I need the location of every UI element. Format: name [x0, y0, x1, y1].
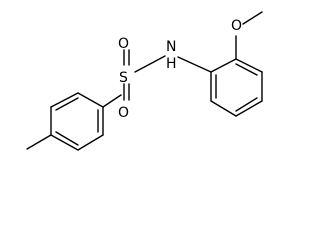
chemical-structure: S O O N H O [0, 0, 284, 168]
nitrogen-label: N [166, 39, 176, 55]
hydrogen-label: H [166, 56, 177, 72]
oxygen-label-top: O [118, 36, 129, 52]
ring-sulfur-bond [102, 94, 122, 108]
toluene-ring [50, 92, 104, 151]
oxygen-label-bottom: O [118, 105, 129, 121]
methoxy-oxygen-label: O [231, 18, 242, 34]
methyl-bond [26, 134, 52, 150]
methoxyphenyl-ring [210, 58, 263, 117]
s-n-bond [134, 55, 166, 73]
background [0, 0, 284, 168]
methoxy-methyl-bond [242, 11, 263, 25]
n-ring-bond [177, 56, 212, 73]
sulfur-label: S [119, 70, 128, 86]
